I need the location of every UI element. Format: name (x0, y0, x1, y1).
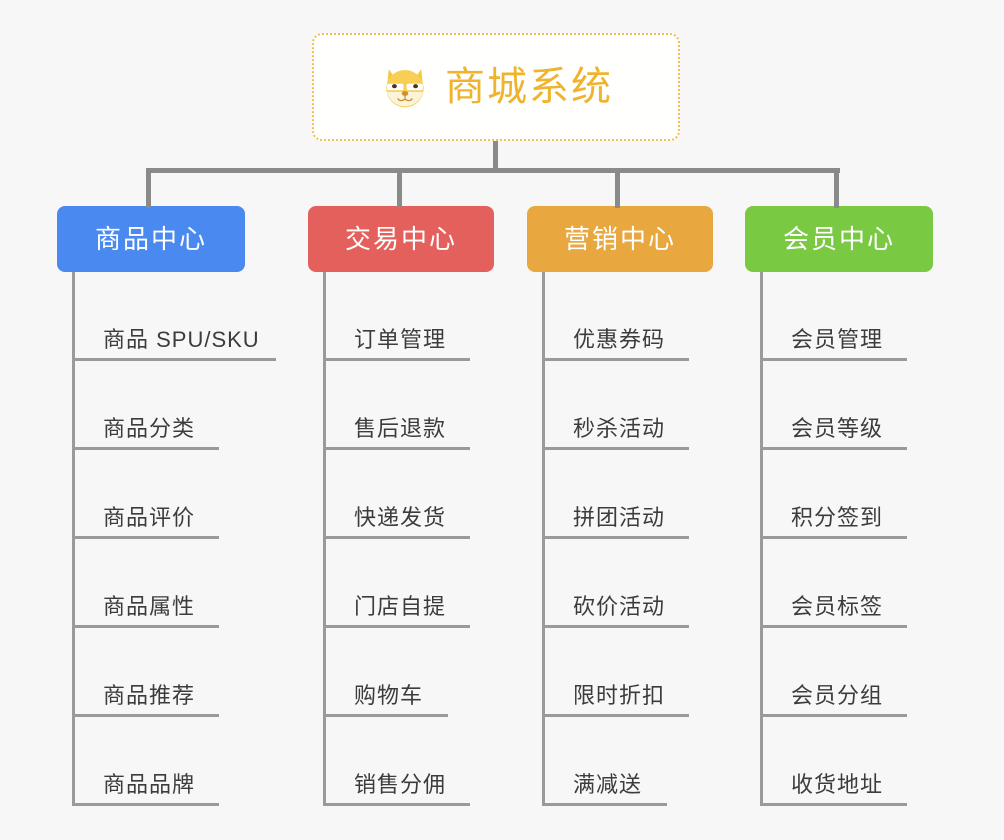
leaf-item[interactable]: 购物车 (308, 628, 494, 717)
branch-spine-4 (760, 272, 763, 806)
connector-horizontal-bus (148, 168, 840, 173)
leaf-list-1: 商品 SPU/SKU 商品分类商品评价商品属性商品推荐商品品牌 (57, 272, 276, 806)
leaf-item-label: 优惠券码 (573, 327, 666, 352)
leaf-item[interactable]: 商品属性 (57, 539, 245, 628)
leaf-item-label: 门店自提 (354, 594, 447, 619)
leaf-item-label: 商品推荐 (103, 683, 196, 708)
root-node[interactable]: 商城系统 (312, 33, 680, 141)
branch-header-label: 商品中心 (94, 224, 207, 254)
leaf-item-label: 售后退款 (354, 416, 447, 441)
leaf-item[interactable]: 会员等级 (745, 361, 933, 450)
root-title: 商城系统 (445, 65, 613, 109)
connector-root-stem (493, 141, 498, 170)
leaf-item[interactable]: 限时折扣 (527, 628, 713, 717)
shiba-dog-icon (386, 69, 424, 108)
leaf-item-label: 收货地址 (791, 772, 884, 797)
leaf-item[interactable]: 优惠券码 (527, 272, 713, 361)
branch-header-label: 营销中心 (563, 224, 676, 254)
leaf-item-label: 销售分佣 (354, 772, 447, 797)
leaf-item-label: 商品品牌 (103, 772, 196, 797)
leaf-item[interactable]: 收货地址 (745, 717, 933, 806)
leaf-item[interactable]: 销售分佣 (308, 717, 494, 806)
leaf-item[interactable]: 售后退款 (308, 361, 494, 450)
leaf-item[interactable]: 订单管理 (308, 272, 494, 361)
leaf-item[interactable]: 门店自提 (308, 539, 494, 628)
leaf-item-label: 商品评价 (103, 505, 196, 530)
branch-header-3[interactable]: 营销中心 (527, 206, 713, 272)
branch-header-2[interactable]: 交易中心 (308, 206, 494, 272)
leaf-item[interactable]: 商品品牌 (57, 717, 245, 806)
branch-spine-3 (542, 272, 545, 806)
branch-header-label: 交易中心 (344, 224, 457, 254)
branch-header-label: 会员中心 (782, 224, 895, 254)
leaf-item-label: 积分签到 (791, 505, 884, 530)
branch-header-1[interactable]: 商品中心 (57, 206, 245, 272)
leaf-item-label: 会员标签 (791, 594, 884, 619)
leaf-item-label: 商品 SPU/SKU (103, 327, 260, 352)
leaf-item-label: 商品属性 (103, 594, 196, 619)
leaf-item[interactable]: 商品分类 (57, 361, 245, 450)
leaf-list-3: 优惠券码秒杀活动拼团活动砍价活动限时折扣满减送 (527, 272, 713, 806)
leaf-item-label: 快递发货 (354, 505, 447, 530)
leaf-item[interactable]: 商品推荐 (57, 628, 245, 717)
leaf-item-label: 会员等级 (791, 416, 884, 441)
root-node-content: 商城系统 (379, 61, 613, 113)
leaf-item[interactable]: 快递发货 (308, 450, 494, 539)
leaf-item[interactable]: 商品 SPU/SKU (57, 272, 276, 361)
leaf-item-label: 订单管理 (354, 327, 447, 352)
leaf-item-label: 秒杀活动 (573, 416, 666, 441)
leaf-item-label: 购物车 (354, 683, 424, 708)
branch-column-2: 交易中心订单管理售后退款快递发货门店自提购物车销售分佣 (308, 206, 494, 806)
leaf-item-label: 会员分组 (791, 683, 884, 708)
leaf-item[interactable]: 会员标签 (745, 539, 933, 628)
leaf-item[interactable]: 积分签到 (745, 450, 933, 539)
leaf-item-label: 商品分类 (103, 416, 196, 441)
connector-drop-4 (834, 168, 839, 208)
leaf-item[interactable]: 满减送 (527, 717, 713, 806)
branch-column-1: 商品中心商品 SPU/SKU 商品分类商品评价商品属性商品推荐商品品牌 (57, 206, 276, 806)
leaf-item-label: 满减送 (573, 772, 643, 797)
connector-drop-3 (615, 168, 620, 208)
leaf-list-4: 会员管理会员等级积分签到会员标签会员分组收货地址 (745, 272, 933, 806)
leaf-item-label: 限时折扣 (573, 683, 666, 708)
leaf-item-label: 砍价活动 (573, 594, 666, 619)
branch-header-4[interactable]: 会员中心 (745, 206, 933, 272)
branch-column-3: 营销中心优惠券码秒杀活动拼团活动砍价活动限时折扣满减送 (527, 206, 713, 806)
leaf-item[interactable]: 拼团活动 (527, 450, 713, 539)
leaf-item[interactable]: 商品评价 (57, 450, 245, 539)
leaf-item[interactable]: 秒杀活动 (527, 361, 713, 450)
leaf-item[interactable]: 会员分组 (745, 628, 933, 717)
leaf-item-label: 拼团活动 (573, 505, 666, 530)
connector-drop-1 (146, 168, 151, 208)
leaf-item[interactable]: 砍价活动 (527, 539, 713, 628)
connector-drop-2 (397, 168, 402, 208)
leaf-list-2: 订单管理售后退款快递发货门店自提购物车销售分佣 (308, 272, 494, 806)
branch-spine-2 (323, 272, 326, 806)
leaf-item-label: 会员管理 (791, 327, 884, 352)
branch-spine-1 (72, 272, 75, 806)
leaf-item[interactable]: 会员管理 (745, 272, 933, 361)
branch-column-4: 会员中心会员管理会员等级积分签到会员标签会员分组收货地址 (745, 206, 933, 806)
